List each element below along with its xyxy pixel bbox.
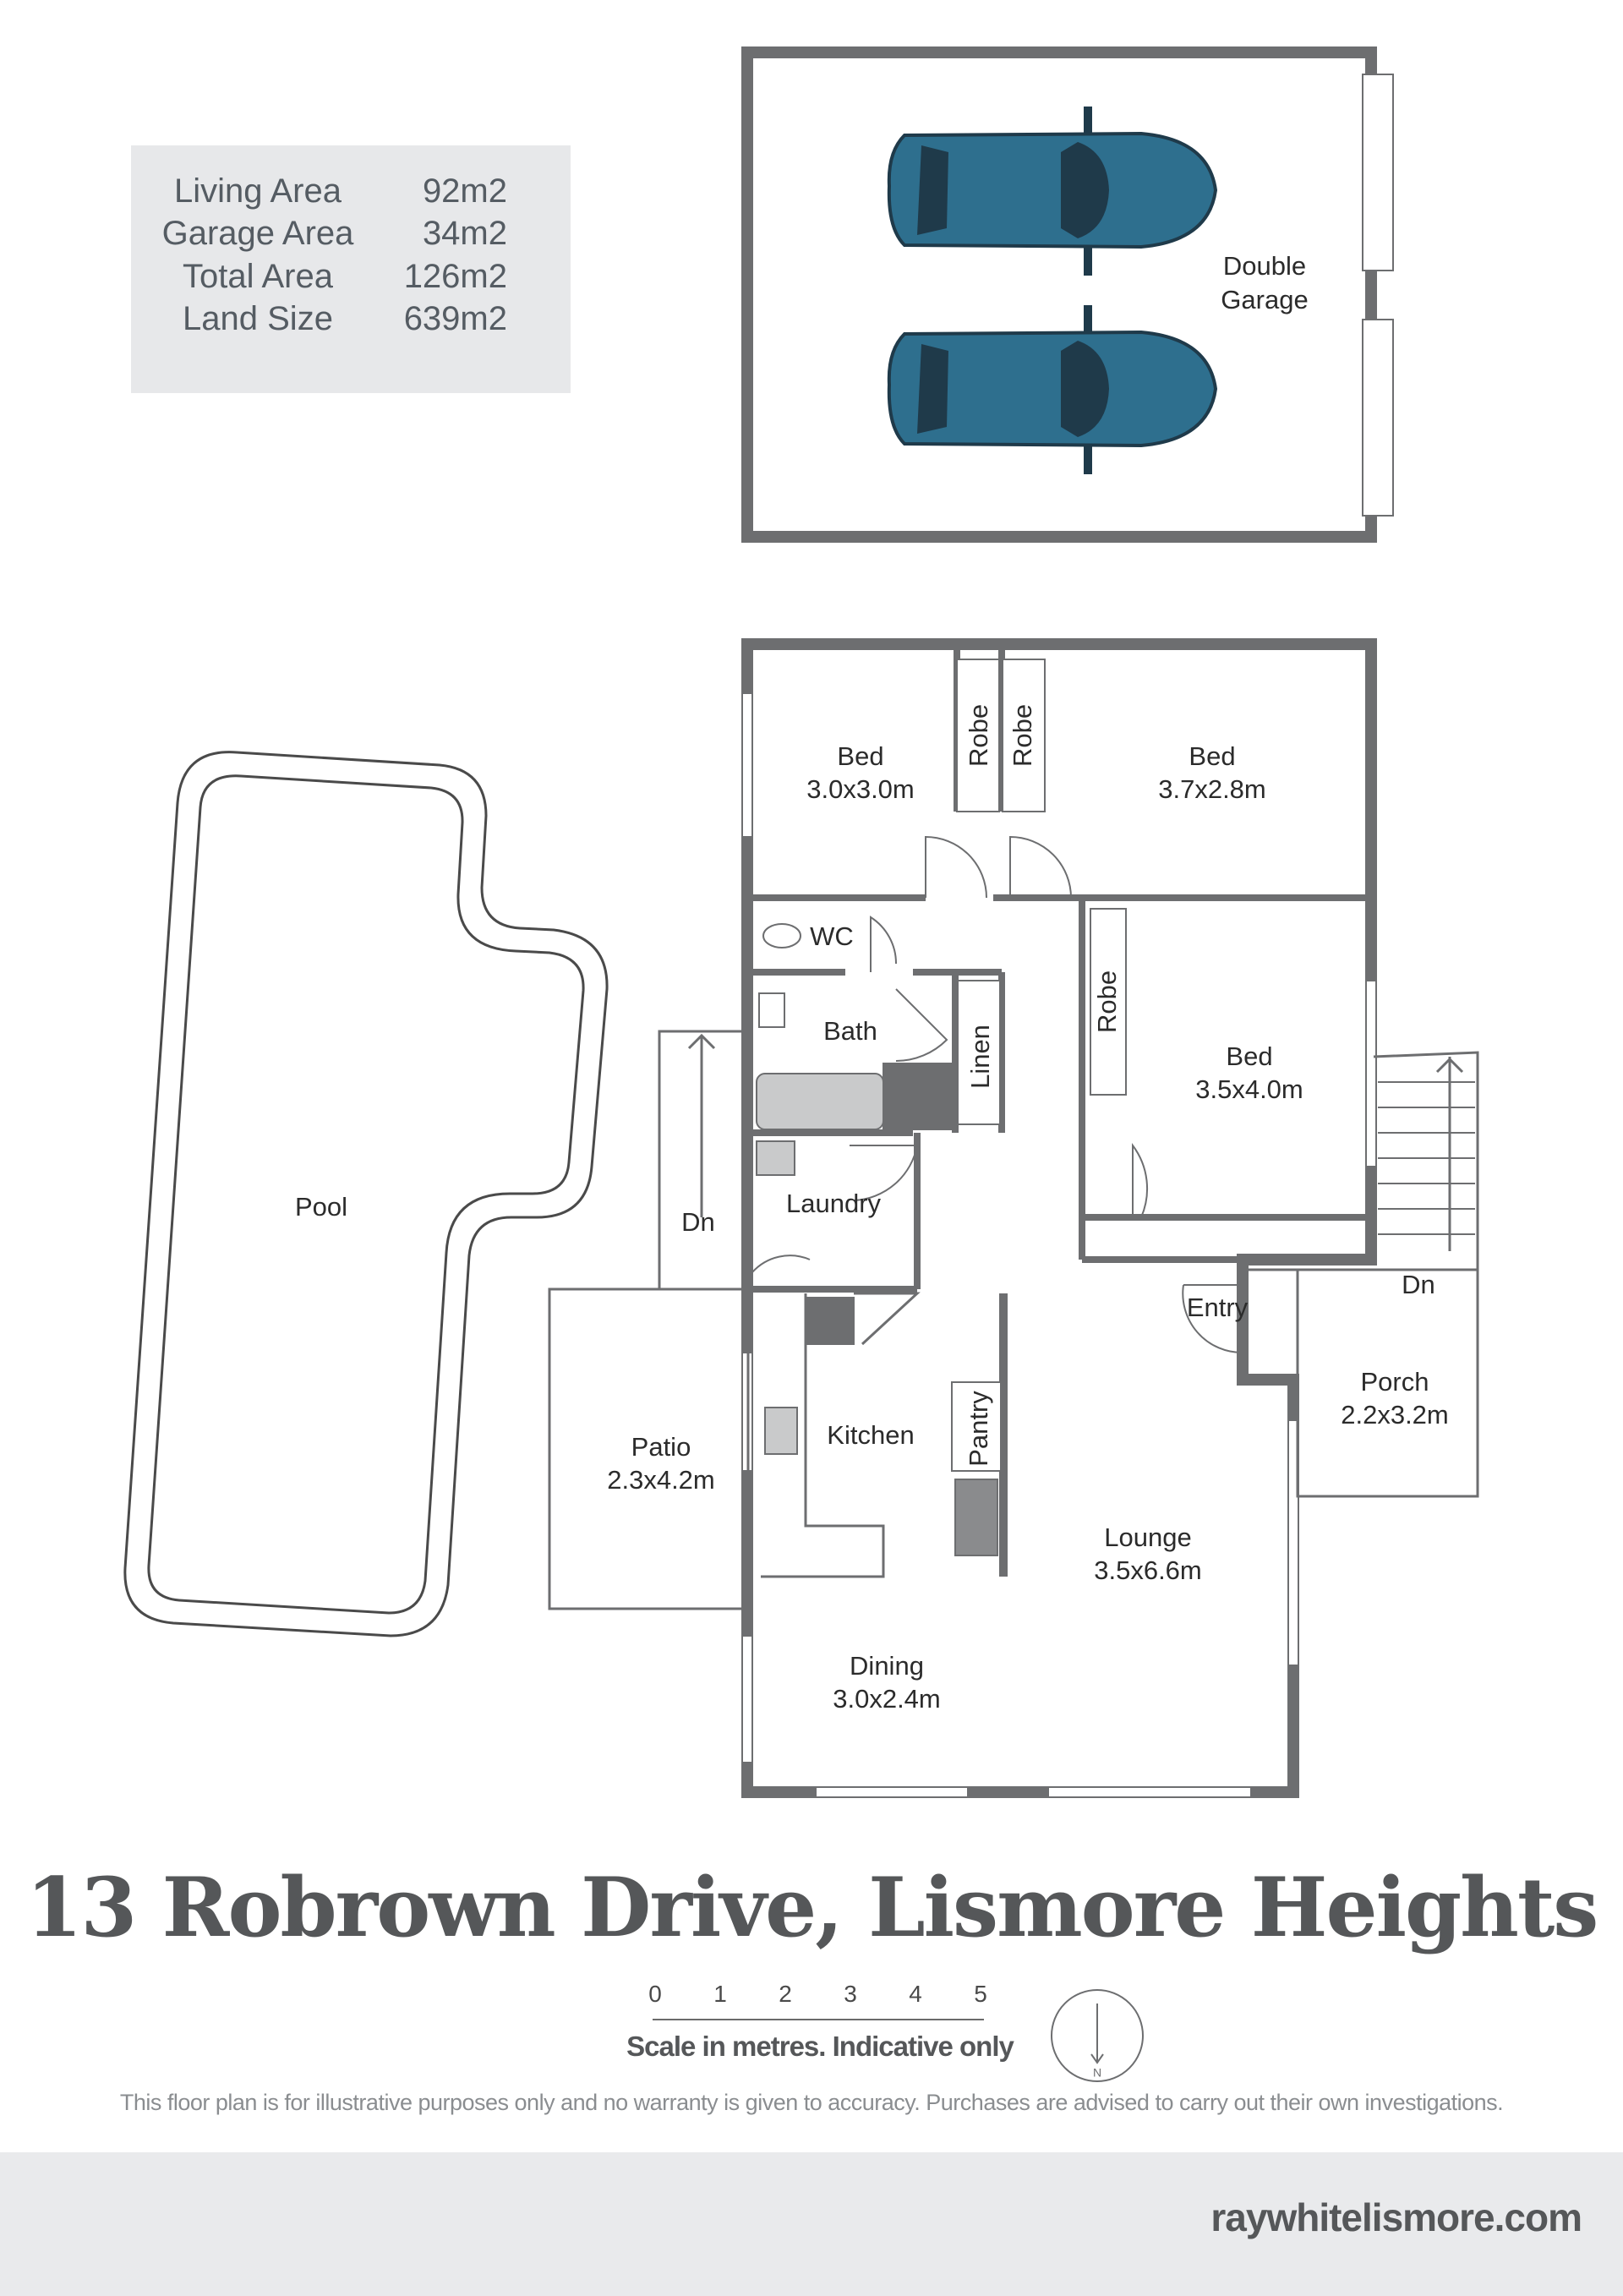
bath-label: Bath [823,1016,877,1046]
scale-tick: 4 [909,1981,922,2007]
stairs-down-label: Dn [1402,1270,1435,1299]
garage: Double Garage [741,46,1394,543]
area-row-living: Living Area 92m2 [131,172,571,215]
entry-label: Entry [1187,1293,1249,1322]
door-swings [751,835,1243,1354]
garage-label: Double [1223,251,1306,281]
bed1-name: Bed [837,741,883,771]
dining-name: Dining [850,1651,924,1681]
lounge-size: 3.5x6.6m [1094,1555,1202,1585]
porch-size: 2.2x3.2m [1341,1400,1449,1430]
disclaimer: This floor plan is for illustrative purp… [119,2090,1504,2115]
robes [956,659,1127,1125]
bed2-size: 3.7x2.8m [1158,774,1266,804]
footer: raywhitelismore.com [0,2152,1623,2296]
dining-size: 3.0x2.4m [833,1684,941,1714]
robe-label: Robe [1092,970,1122,1033]
bed2-name: Bed [1189,741,1235,771]
area-summary-panel: Living Area 92m2 Garage Area 34m2 Total … [131,145,571,393]
area-row-total: Total Area 126m2 [131,258,571,300]
pantry-label: Pantry [964,1391,993,1467]
garage-label-2: Garage [1221,285,1308,314]
property-address: 13 Robrown Drive, Lismore Heights [25,1860,1599,1955]
scale-tick: 1 [713,1981,727,2007]
patio [548,1287,750,1610]
lounge-name: Lounge [1104,1522,1191,1552]
scale-caption: Scale in metres. Indicative only [626,2031,1014,2062]
scale-tick: 2 [779,1981,792,2007]
wc-label: WC [810,921,854,951]
stairs-left [658,1030,750,1291]
bed3-name: Bed [1226,1041,1272,1071]
car-icon [887,107,1218,276]
laundry-label: Laundry [786,1189,882,1218]
bed3-size: 3.5x4.0m [1195,1074,1303,1104]
linen-label: Linen [965,1025,995,1089]
porch-name: Porch [1361,1367,1429,1397]
scale-tick: 3 [844,1981,857,2007]
area-value: 639m2 [403,300,507,337]
bed1-size: 3.0x3.0m [806,774,915,804]
area-value: 34m2 [422,215,507,252]
north-label: N [1093,2066,1101,2080]
pool-label: Pool [295,1192,347,1222]
area-row-garage: Garage Area 34m2 [131,215,571,257]
area-value: 126m2 [403,258,507,295]
area-label: Garage Area [161,215,354,252]
car-icon [887,305,1218,474]
north-compass-icon: N [1051,1989,1144,2082]
robe-label: Robe [964,704,993,767]
scale-bar [653,2019,984,2020]
scale-tick: 5 [974,1981,987,2007]
kitchen-label: Kitchen [827,1420,914,1450]
pool: Pool [123,751,609,1637]
website-link[interactable]: raywhitelismore.com [1210,2195,1582,2239]
area-value: 92m2 [422,172,507,210]
stairs-down-label: Dn [681,1207,715,1237]
windows [741,692,1377,1798]
patio-name: Patio [631,1432,691,1462]
area-label: Land Size [183,300,333,337]
robe-label: Robe [1008,704,1037,767]
floor-plan: Double Garage Pool [123,46,1479,2082]
fixtures [756,923,1002,1578]
area-label: Living Area [174,172,342,210]
area-label: Total Area [183,258,333,295]
scale-tick: 0 [648,1981,662,2007]
area-row-land: Land Size 639m2 [131,300,571,342]
patio-size: 2.3x4.2m [607,1465,715,1495]
porch [1243,1051,1479,1498]
